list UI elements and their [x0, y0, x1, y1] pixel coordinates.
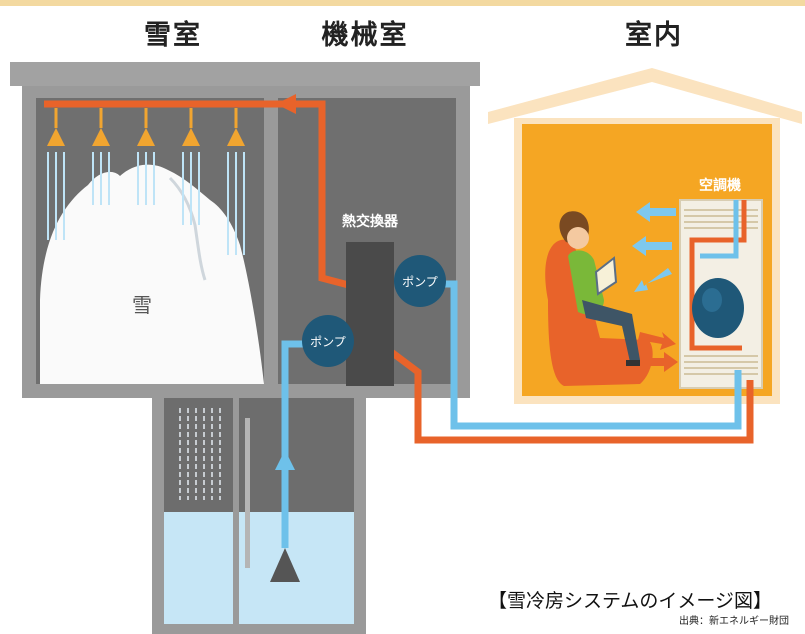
cool-air-arrow-icon	[636, 202, 676, 222]
air-conditioner-label: 空調機	[699, 177, 741, 194]
heat-exchanger	[346, 242, 394, 386]
tank-water	[164, 512, 354, 624]
sprinkler-5	[227, 108, 245, 255]
indoor-title: 室内	[604, 10, 704, 54]
person-shirt	[568, 250, 604, 315]
book-icon	[594, 256, 618, 296]
person-face	[567, 227, 589, 249]
machine-room-title: 機械室	[300, 10, 430, 54]
pump-left-label: ポンプ	[310, 335, 346, 349]
snow-shadow	[168, 176, 207, 281]
building-roof	[10, 62, 480, 86]
cool-air-arrow-icon	[632, 236, 672, 256]
cool-air-arrows	[632, 202, 676, 292]
warm-return-pipe	[383, 345, 754, 444]
sprinkler-4	[182, 108, 200, 225]
sprinkler-2	[92, 108, 110, 205]
sprinkler-1	[47, 108, 65, 240]
snow-pile	[40, 164, 264, 384]
heat-exchanger-label: 熱交換器	[342, 213, 399, 230]
diagram-caption: 【雪冷房システムのイメージ図】	[487, 590, 773, 612]
warm-air-arrow-icon	[638, 332, 676, 350]
person-reading	[545, 211, 653, 386]
person-legs	[582, 300, 640, 362]
pump-left: ポンプ	[302, 315, 354, 367]
sprinkler-group	[47, 108, 245, 255]
tank-vent-drips	[179, 408, 221, 500]
pump-right-label: ポンプ	[402, 275, 438, 289]
snow-label: 雪	[132, 293, 152, 317]
intake-strainer	[270, 548, 300, 582]
house-roof	[488, 68, 802, 124]
flow-arrow-icon	[276, 94, 296, 114]
cold-supply-pipe	[440, 280, 742, 430]
tank-overflow-pipe	[245, 418, 250, 568]
top-border-band	[0, 0, 805, 6]
tank-divider	[233, 398, 239, 624]
pump-right: ポンプ	[394, 255, 446, 307]
sprinkler-3	[137, 108, 155, 205]
pipe-network	[44, 94, 754, 548]
warm-air-arrows	[638, 332, 678, 372]
flow-arrow-icon	[275, 450, 295, 470]
source-credit: 出典：新エネルギー財団	[679, 616, 789, 627]
warm-air-arrow-icon	[638, 352, 678, 372]
snow-room-title: 雪室	[118, 10, 228, 54]
air-conditioner-unit	[679, 199, 763, 389]
cool-air-arrow-icon	[634, 268, 672, 292]
